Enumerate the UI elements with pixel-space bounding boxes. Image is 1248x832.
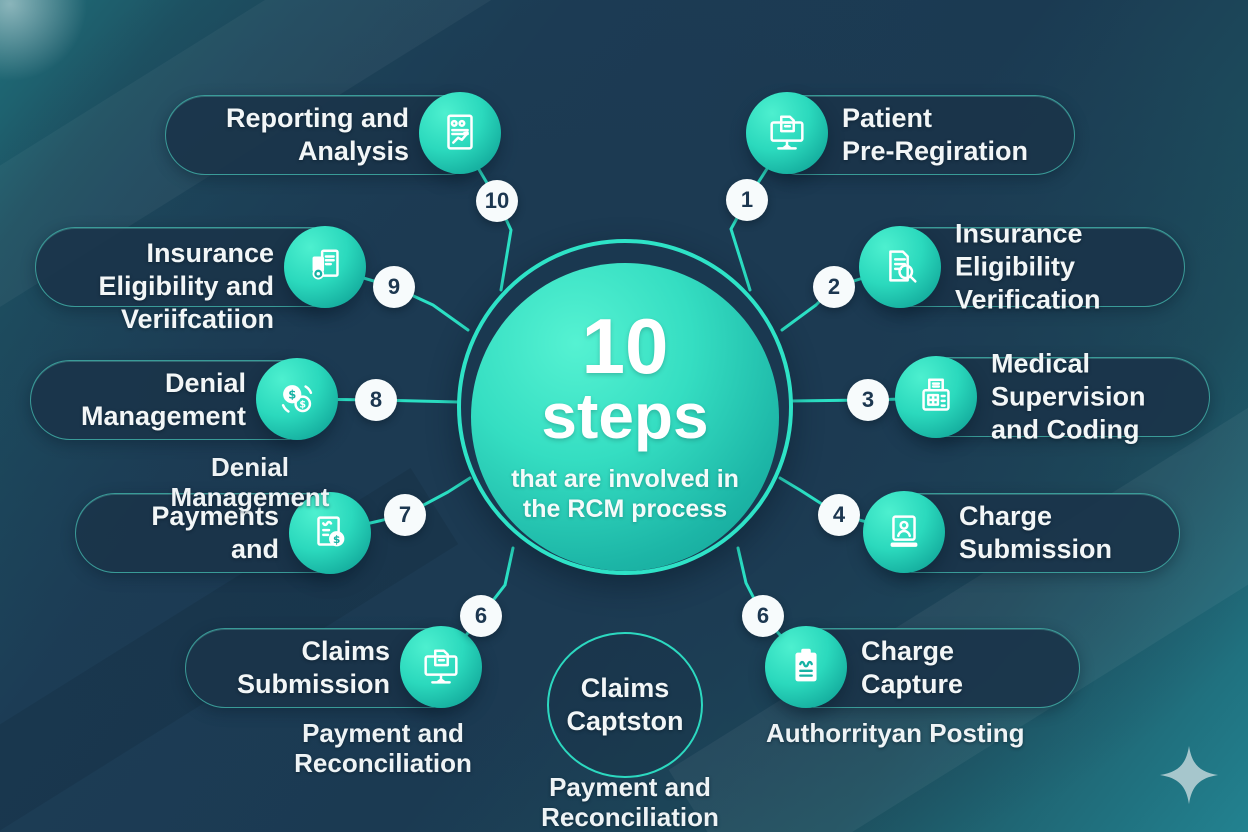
step-1-number: 1 — [740, 187, 754, 212]
step-insurance-right-label: Insurance Eligibility Verification — [955, 218, 1179, 317]
step-insurance-right-line2: Eligibility Verification — [955, 251, 1101, 315]
step-2-number-badge: 2 — [813, 266, 855, 308]
fax-machine-icon — [895, 356, 977, 438]
svg-text:$: $ — [288, 388, 296, 402]
step-insurance-left-line2: Eligibility and — [98, 271, 274, 301]
step-10-number-badge: 10 — [476, 180, 518, 222]
monitor-document-icon — [746, 92, 828, 174]
step-6-right-number-badge: 6 — [742, 595, 784, 637]
claims-capston-line1: Claims — [580, 673, 670, 703]
step-claims-left-line1: Claims — [301, 636, 390, 666]
step-3-number-badge: 3 — [847, 379, 889, 421]
step-charge-submission-line1: Charge — [959, 501, 1053, 531]
step-payments-line1: Payments — [151, 501, 279, 531]
center-subtitle: that are involved in the RCM process — [511, 464, 739, 524]
step-4-number: 4 — [832, 502, 846, 527]
step-1-number-badge: 1 — [726, 179, 768, 221]
step-payments-label: Payments and — [85, 500, 279, 566]
step-charge-capture-line1: Charge — [861, 636, 955, 666]
coins-icon: $ $ — [256, 358, 338, 440]
report-chart-icon — [419, 92, 501, 174]
step-2-number: 2 — [827, 274, 841, 299]
step-9-number-badge: 9 — [373, 266, 415, 308]
step-patient-line1: Patient — [842, 103, 933, 133]
person-monitor-icon — [863, 491, 945, 573]
invoice-dollar-icon: $ — [289, 492, 371, 574]
claims-capston-line2: Captston — [566, 706, 684, 736]
payment-reconciliation-bottom-caption: Payment and Reconciliation — [541, 772, 719, 832]
step-charge-submission-line2: Submission — [959, 534, 1113, 564]
svg-text:$: $ — [333, 534, 340, 546]
document-magnifier-icon — [859, 226, 941, 308]
step-insurance-left-line3: Veriifcatiion — [120, 304, 274, 334]
step-6-left-number-badge: 6 — [460, 595, 502, 637]
authorrityan-posting-caption: Authorrityan Posting — [766, 718, 1025, 748]
step-medical-line1: Medical Supervision — [991, 348, 1146, 412]
step-10-number: 10 — [484, 188, 510, 213]
step-charge-submission-label: Charge Submission — [959, 500, 1174, 566]
step-denial-label: Denial Management — [40, 367, 246, 433]
step-charge-capture-label: Charge Capture — [861, 635, 1074, 701]
step-reporting-line2: Analysis — [297, 136, 409, 166]
monitor-document-icon — [400, 626, 482, 708]
step-6-right-number: 6 — [756, 603, 770, 628]
step-patient-line2: Pre-Regiration — [842, 136, 1029, 166]
step-reporting-label: Reporting and Analysis — [175, 102, 409, 168]
step-patient-label: Patient Pre-Regiration — [842, 102, 1065, 168]
clipboard-icon — [765, 626, 847, 708]
step-insurance-left-label: Insurance Eligibility and Veriifcatiion — [45, 237, 274, 336]
step-medical-label: Medical Supervision and Coding — [991, 348, 1204, 447]
step-insurance-right-line1: Insurance — [955, 218, 1083, 249]
center-subtitle-line1: that are involved in — [511, 465, 739, 493]
step-payments-line2: and — [230, 534, 279, 564]
claims-capston-ellipse: Claims Captston — [547, 632, 703, 778]
denial-management-caption: Denial Management — [170, 452, 330, 512]
step-reporting-line1: Reporting and — [226, 103, 409, 133]
step-9-number: 9 — [387, 274, 401, 299]
center-circle: 10 steps that are involved in the RCM pr… — [471, 263, 779, 571]
step-claims-left-line2: Submission — [236, 669, 390, 699]
step-charge-capture-line2: Capture — [861, 669, 964, 699]
step-4-number-badge: 4 — [818, 494, 860, 536]
step-denial-line2: Management — [80, 401, 246, 431]
sparkle-icon — [1159, 745, 1219, 805]
step-6-left-number: 6 — [474, 603, 488, 628]
step-3-number: 3 — [861, 387, 875, 412]
step-7-number: 7 — [398, 502, 412, 527]
center-big-number: 10 — [581, 302, 669, 390]
step-7-number-badge: 7 — [384, 494, 426, 536]
step-denial-line1: Denial — [164, 368, 246, 398]
payment-reconciliation-left-caption: Payment and Reconciliation — [294, 718, 472, 778]
step-8-number-badge: 8 — [355, 379, 397, 421]
svg-text:$: $ — [299, 400, 306, 411]
step-insurance-left-line1: Insurance — [146, 238, 274, 268]
claims-capston-label: Claims Captston — [567, 672, 684, 738]
center-word: steps — [541, 380, 709, 452]
step-claims-left-label: Claims Submission — [195, 635, 390, 701]
insurance-document-icon — [284, 226, 366, 308]
center-subtitle-line2: the RCM process — [522, 495, 728, 523]
step-8-number: 8 — [369, 387, 383, 412]
step-medical-line2: and Coding — [991, 414, 1140, 445]
